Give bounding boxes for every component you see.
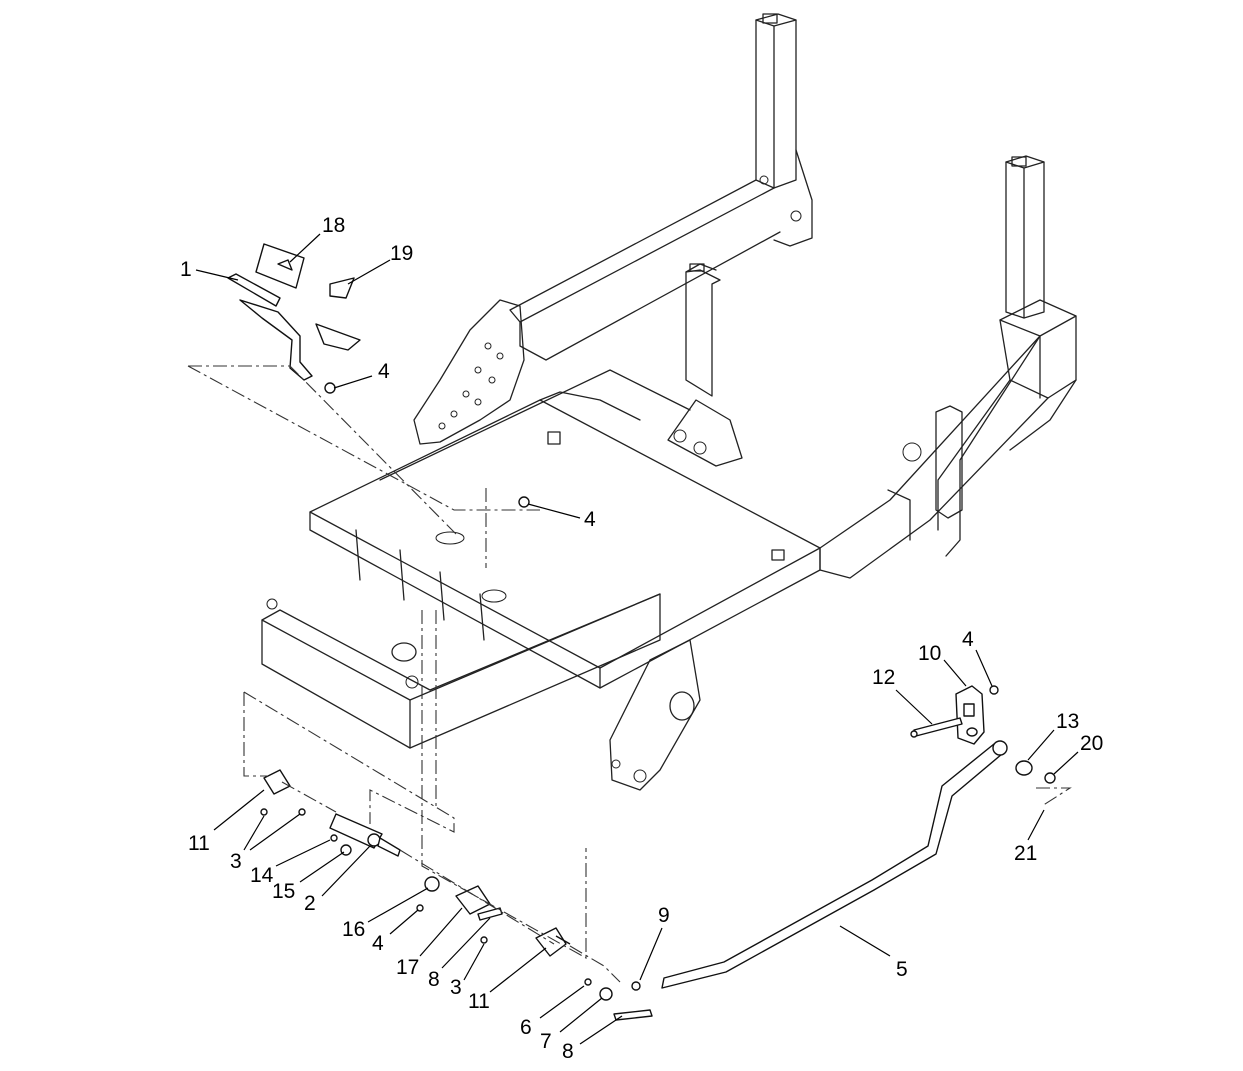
part-14-15-washer — [330, 834, 352, 856]
callout-2: 2 — [304, 892, 316, 915]
callout-3: 3 — [230, 850, 242, 873]
callout-7: 7 — [540, 1030, 552, 1053]
chassis-frame — [261, 13, 1077, 791]
callout-18: 18 — [322, 214, 345, 237]
callout-15: 15 — [272, 880, 295, 903]
callout-19: 19 — [390, 242, 413, 265]
right-side-rail — [819, 335, 1049, 579]
callout-4: 4 — [962, 628, 974, 651]
part-3-bolt-lower — [416, 904, 488, 944]
left-side-rail — [509, 179, 781, 467]
callout-labels: 1 18 19 4 4 10 4 12 13 20 21 11 3 14 15 … — [180, 214, 1103, 1063]
callout-13: 13 — [1056, 710, 1079, 733]
callout-14: 14 — [250, 864, 274, 887]
callout-4: 4 — [372, 932, 384, 955]
callout-12: 12 — [872, 666, 895, 689]
part-4-locknut-upper — [324, 382, 530, 508]
part-10-bracket — [955, 685, 985, 745]
rear-left-upright — [755, 13, 813, 247]
front-axle-bracket — [609, 639, 701, 791]
callout-10: 10 — [918, 642, 941, 665]
part-11-pivot-upper — [263, 769, 291, 795]
callout-1: 1 — [180, 258, 192, 281]
leader-lines — [195, 233, 1079, 1045]
callout-6: 6 — [520, 1016, 532, 1039]
part-16-bushing — [424, 876, 440, 892]
front-cross-bar — [261, 593, 661, 749]
callout-17: 17 — [396, 956, 419, 979]
rear-right-upright — [1005, 155, 1045, 319]
part-12-bolt — [910, 717, 963, 738]
part-18-decal — [255, 243, 305, 289]
left-seat-plate — [413, 299, 525, 445]
part-19-decal — [329, 277, 355, 299]
part-1-parking-brake-lever — [227, 273, 361, 381]
callout-8: 8 — [428, 968, 440, 991]
callout-3: 3 — [450, 976, 462, 999]
part-5-shift-rod — [661, 740, 1008, 989]
part-2-link — [329, 813, 401, 857]
callout-8: 8 — [562, 1040, 574, 1063]
assembly-lines — [187, 365, 1072, 983]
rear-cross-member — [937, 299, 1077, 557]
callout-20: 20 — [1080, 732, 1103, 755]
callout-4: 4 — [378, 360, 390, 383]
part-17-bracket — [455, 885, 503, 921]
callout-11: 11 — [468, 990, 490, 1013]
callout-5: 5 — [896, 958, 908, 981]
callout-4: 4 — [584, 508, 596, 531]
callout-16: 16 — [342, 918, 365, 941]
callout-11: 11 — [188, 832, 210, 855]
part-20-washer — [1044, 772, 1056, 784]
parts-6-7-8-9-hardware — [584, 978, 653, 1021]
callout-21: 21 — [1014, 842, 1037, 865]
part-13-bushing — [1015, 760, 1033, 776]
callout-9: 9 — [658, 904, 670, 927]
part-4-nut-right — [989, 685, 999, 695]
main-deck-panel — [309, 369, 821, 689]
part-3-bolt-upper — [260, 808, 306, 816]
